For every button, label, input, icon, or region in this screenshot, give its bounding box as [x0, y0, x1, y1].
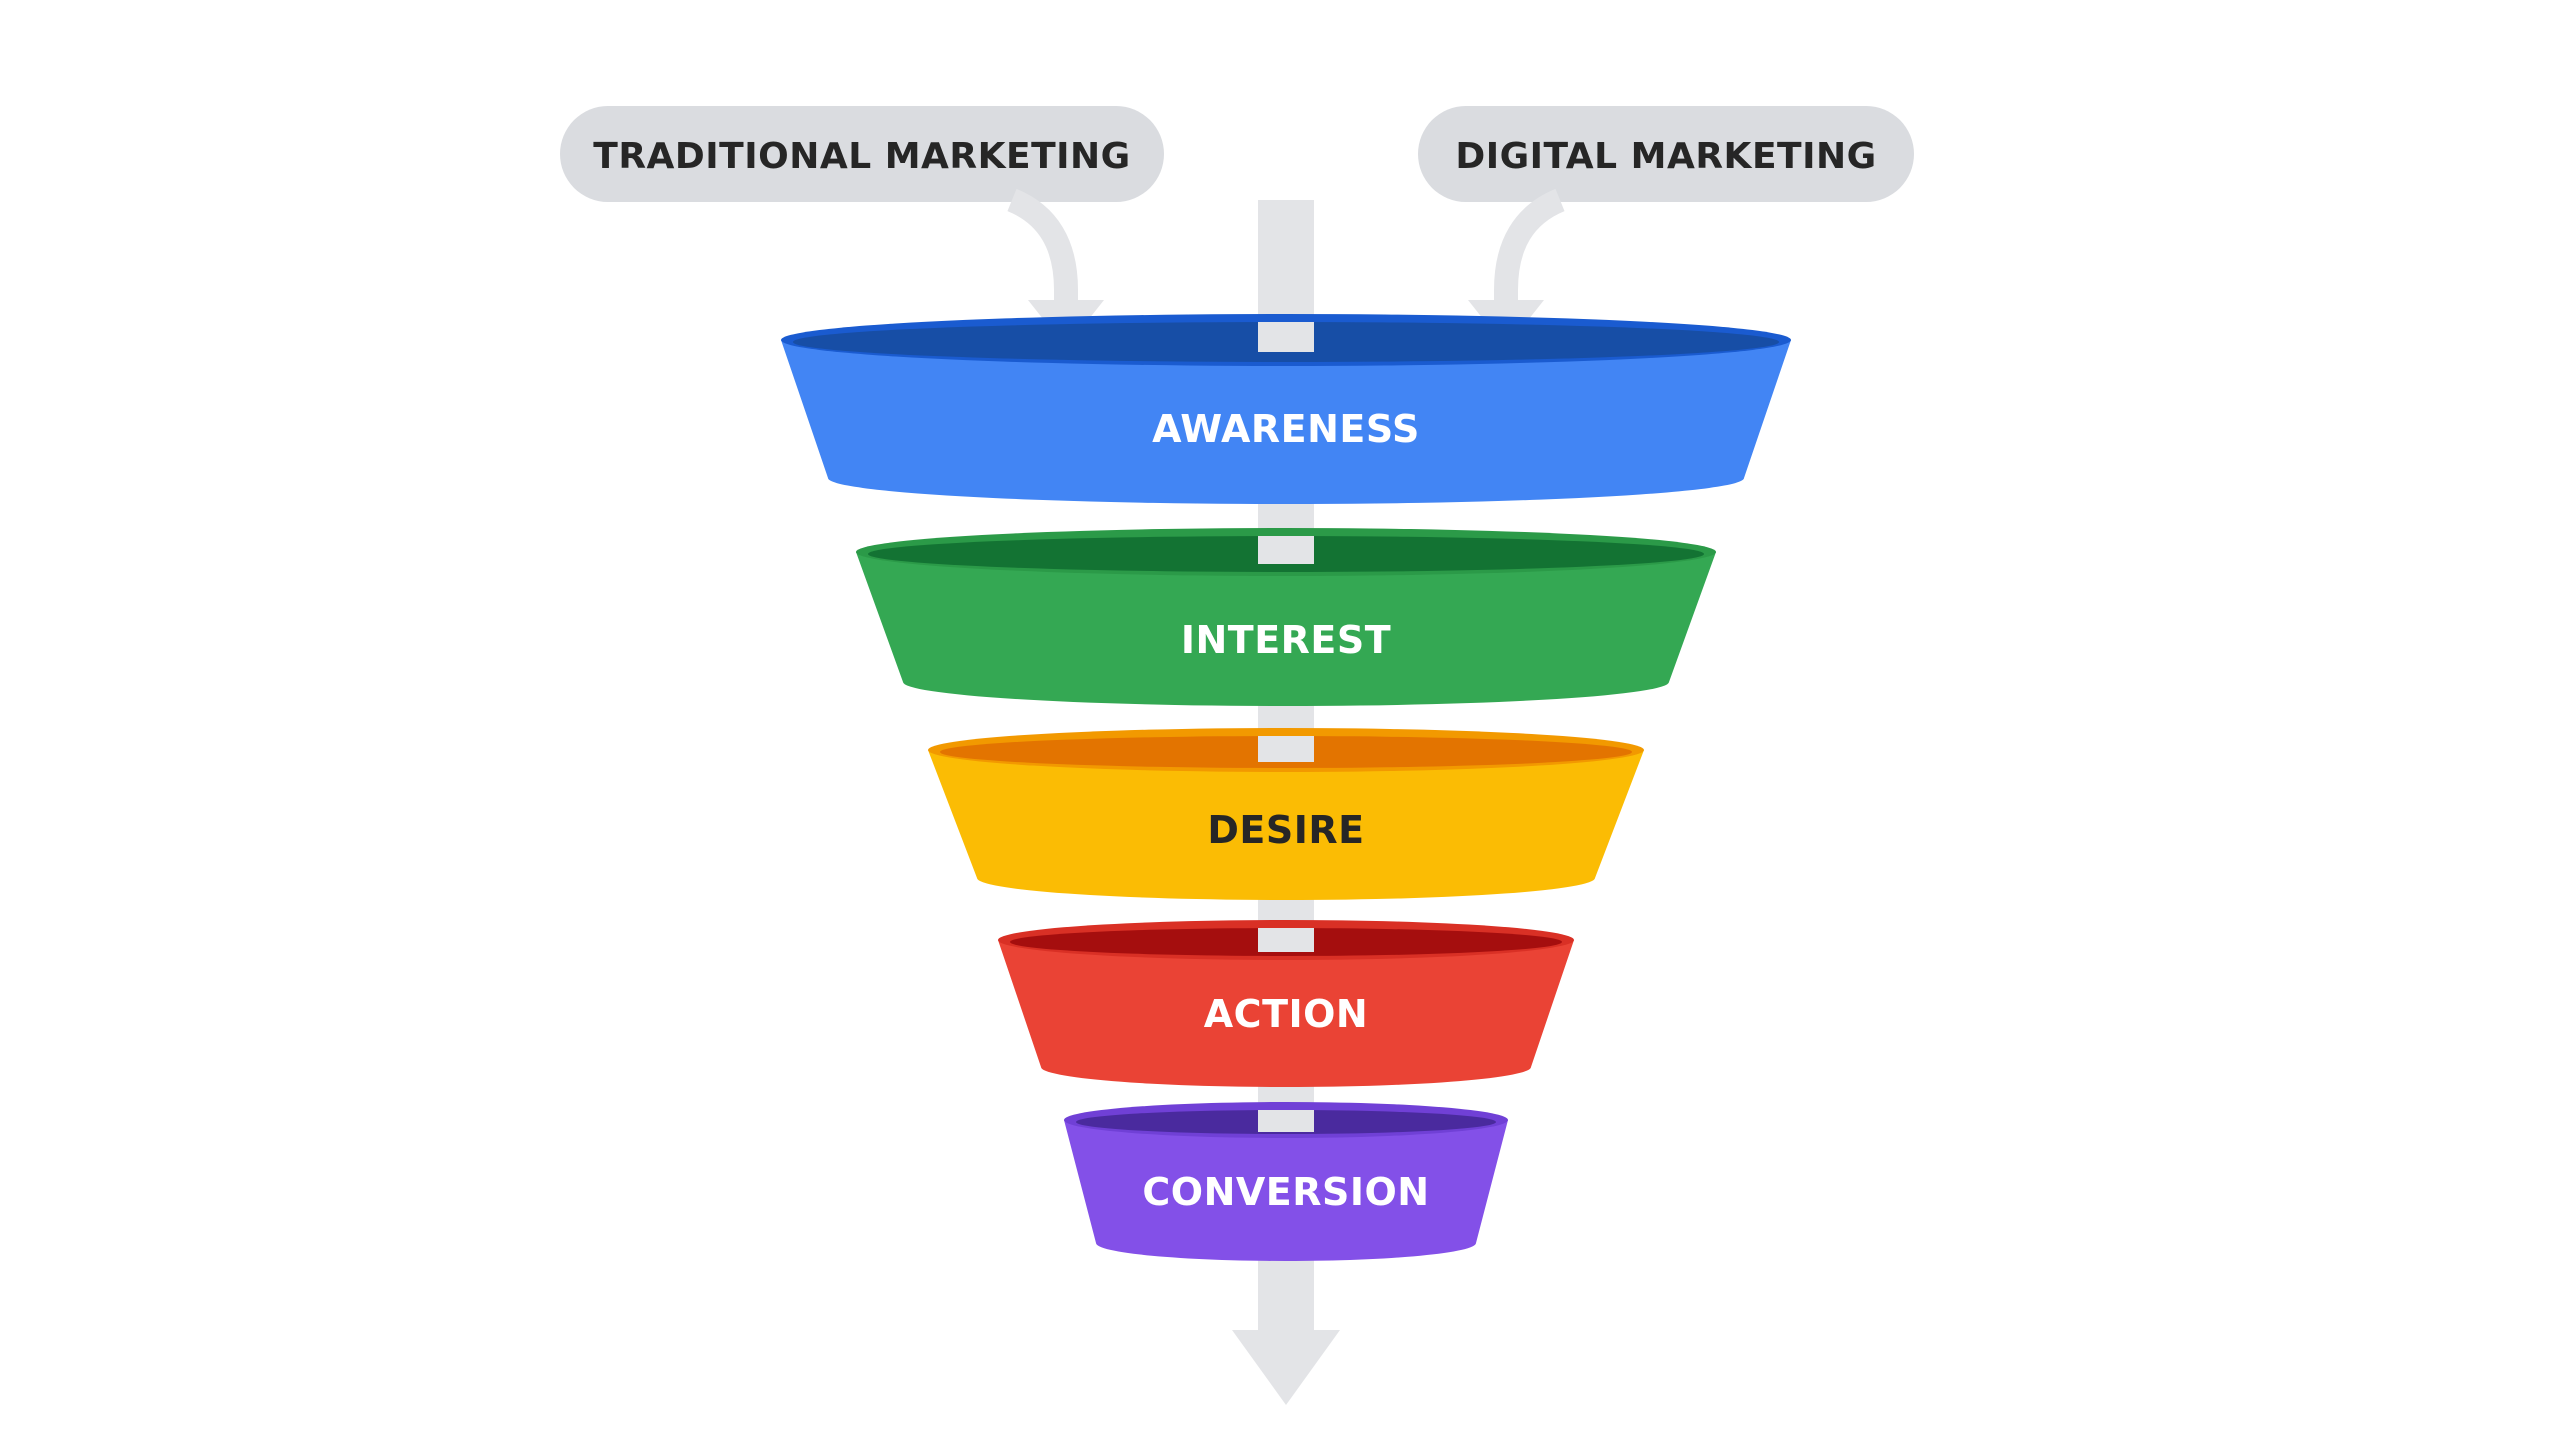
central-arrow-segment	[1258, 536, 1314, 564]
source-pill	[560, 106, 1164, 202]
source-label-traditional: TRADITIONAL MARKETING	[593, 136, 1130, 177]
funnel-stage-body	[856, 552, 1716, 706]
funnel-stage-label: ACTION	[1204, 992, 1368, 1036]
source-label-digital: DIGITAL MARKETING	[1455, 136, 1876, 177]
funnel-stage-body	[1064, 1120, 1508, 1261]
funnel-stage-label: CONVERSION	[1142, 1170, 1429, 1214]
central-arrow-segment	[1258, 1110, 1314, 1132]
funnel-stage-body	[781, 340, 1791, 504]
funnel-stage-desire: DESIRE	[928, 728, 1644, 900]
source-traditional: TRADITIONAL MARKETING	[560, 106, 1164, 202]
funnel-stage-body	[928, 750, 1644, 900]
connector-traditional-curve	[1007, 188, 1078, 305]
central-arrow-segment	[1258, 928, 1314, 952]
source-digital: DIGITAL MARKETING	[1418, 106, 1914, 202]
central-arrow-overlay	[1258, 322, 1314, 1132]
connector-digital-curve	[1494, 188, 1565, 305]
funnel-stage-label: AWARENESS	[1152, 407, 1420, 451]
funnel-stage-body	[998, 940, 1574, 1087]
central-arrow-head	[1232, 1330, 1340, 1405]
funnel-stage-label: INTEREST	[1181, 618, 1391, 662]
source-pill	[1418, 106, 1914, 202]
funnel-stage-label: DESIRE	[1207, 808, 1364, 852]
central-arrow-segment	[1258, 736, 1314, 762]
central-arrow-segment	[1258, 322, 1314, 352]
